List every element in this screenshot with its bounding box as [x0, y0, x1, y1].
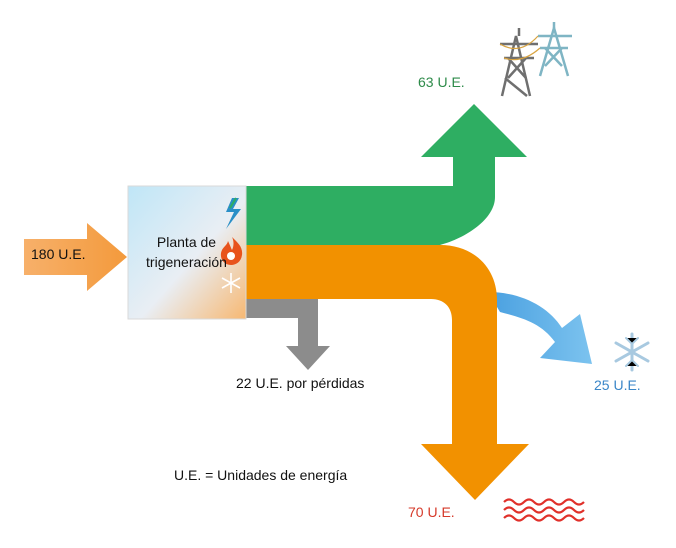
cold-snowflake-icon — [614, 332, 650, 372]
electricity-output-label: 63 U.E. — [418, 74, 465, 90]
power-tower-icon — [499, 22, 572, 97]
heat-flow-arrow — [246, 245, 529, 500]
input-flow-arrow — [24, 223, 127, 291]
plant-label: Planta de trigeneración — [128, 232, 245, 272]
snowflake-icon — [221, 273, 241, 293]
loss-flow-arrow — [246, 298, 330, 370]
input-label: 180 U.E. — [31, 246, 86, 262]
heat-waves-icon — [503, 498, 585, 522]
cold-flow-arrow — [488, 292, 592, 364]
legend-text: U.E. = Unidades de energía — [174, 467, 348, 483]
plant-label-line1: Planta de — [156, 234, 217, 250]
cold-output-label: 25 U.E. — [594, 377, 641, 393]
losses-output-label: 22 U.E. por pérdidas — [236, 375, 365, 391]
plant-label-line2: trigeneración — [146, 254, 227, 270]
electricity-flow-arrow — [246, 104, 527, 245]
heat-output-label: 70 U.E. — [408, 504, 455, 520]
flame-icon — [220, 237, 243, 265]
lightning-icon — [226, 197, 241, 229]
